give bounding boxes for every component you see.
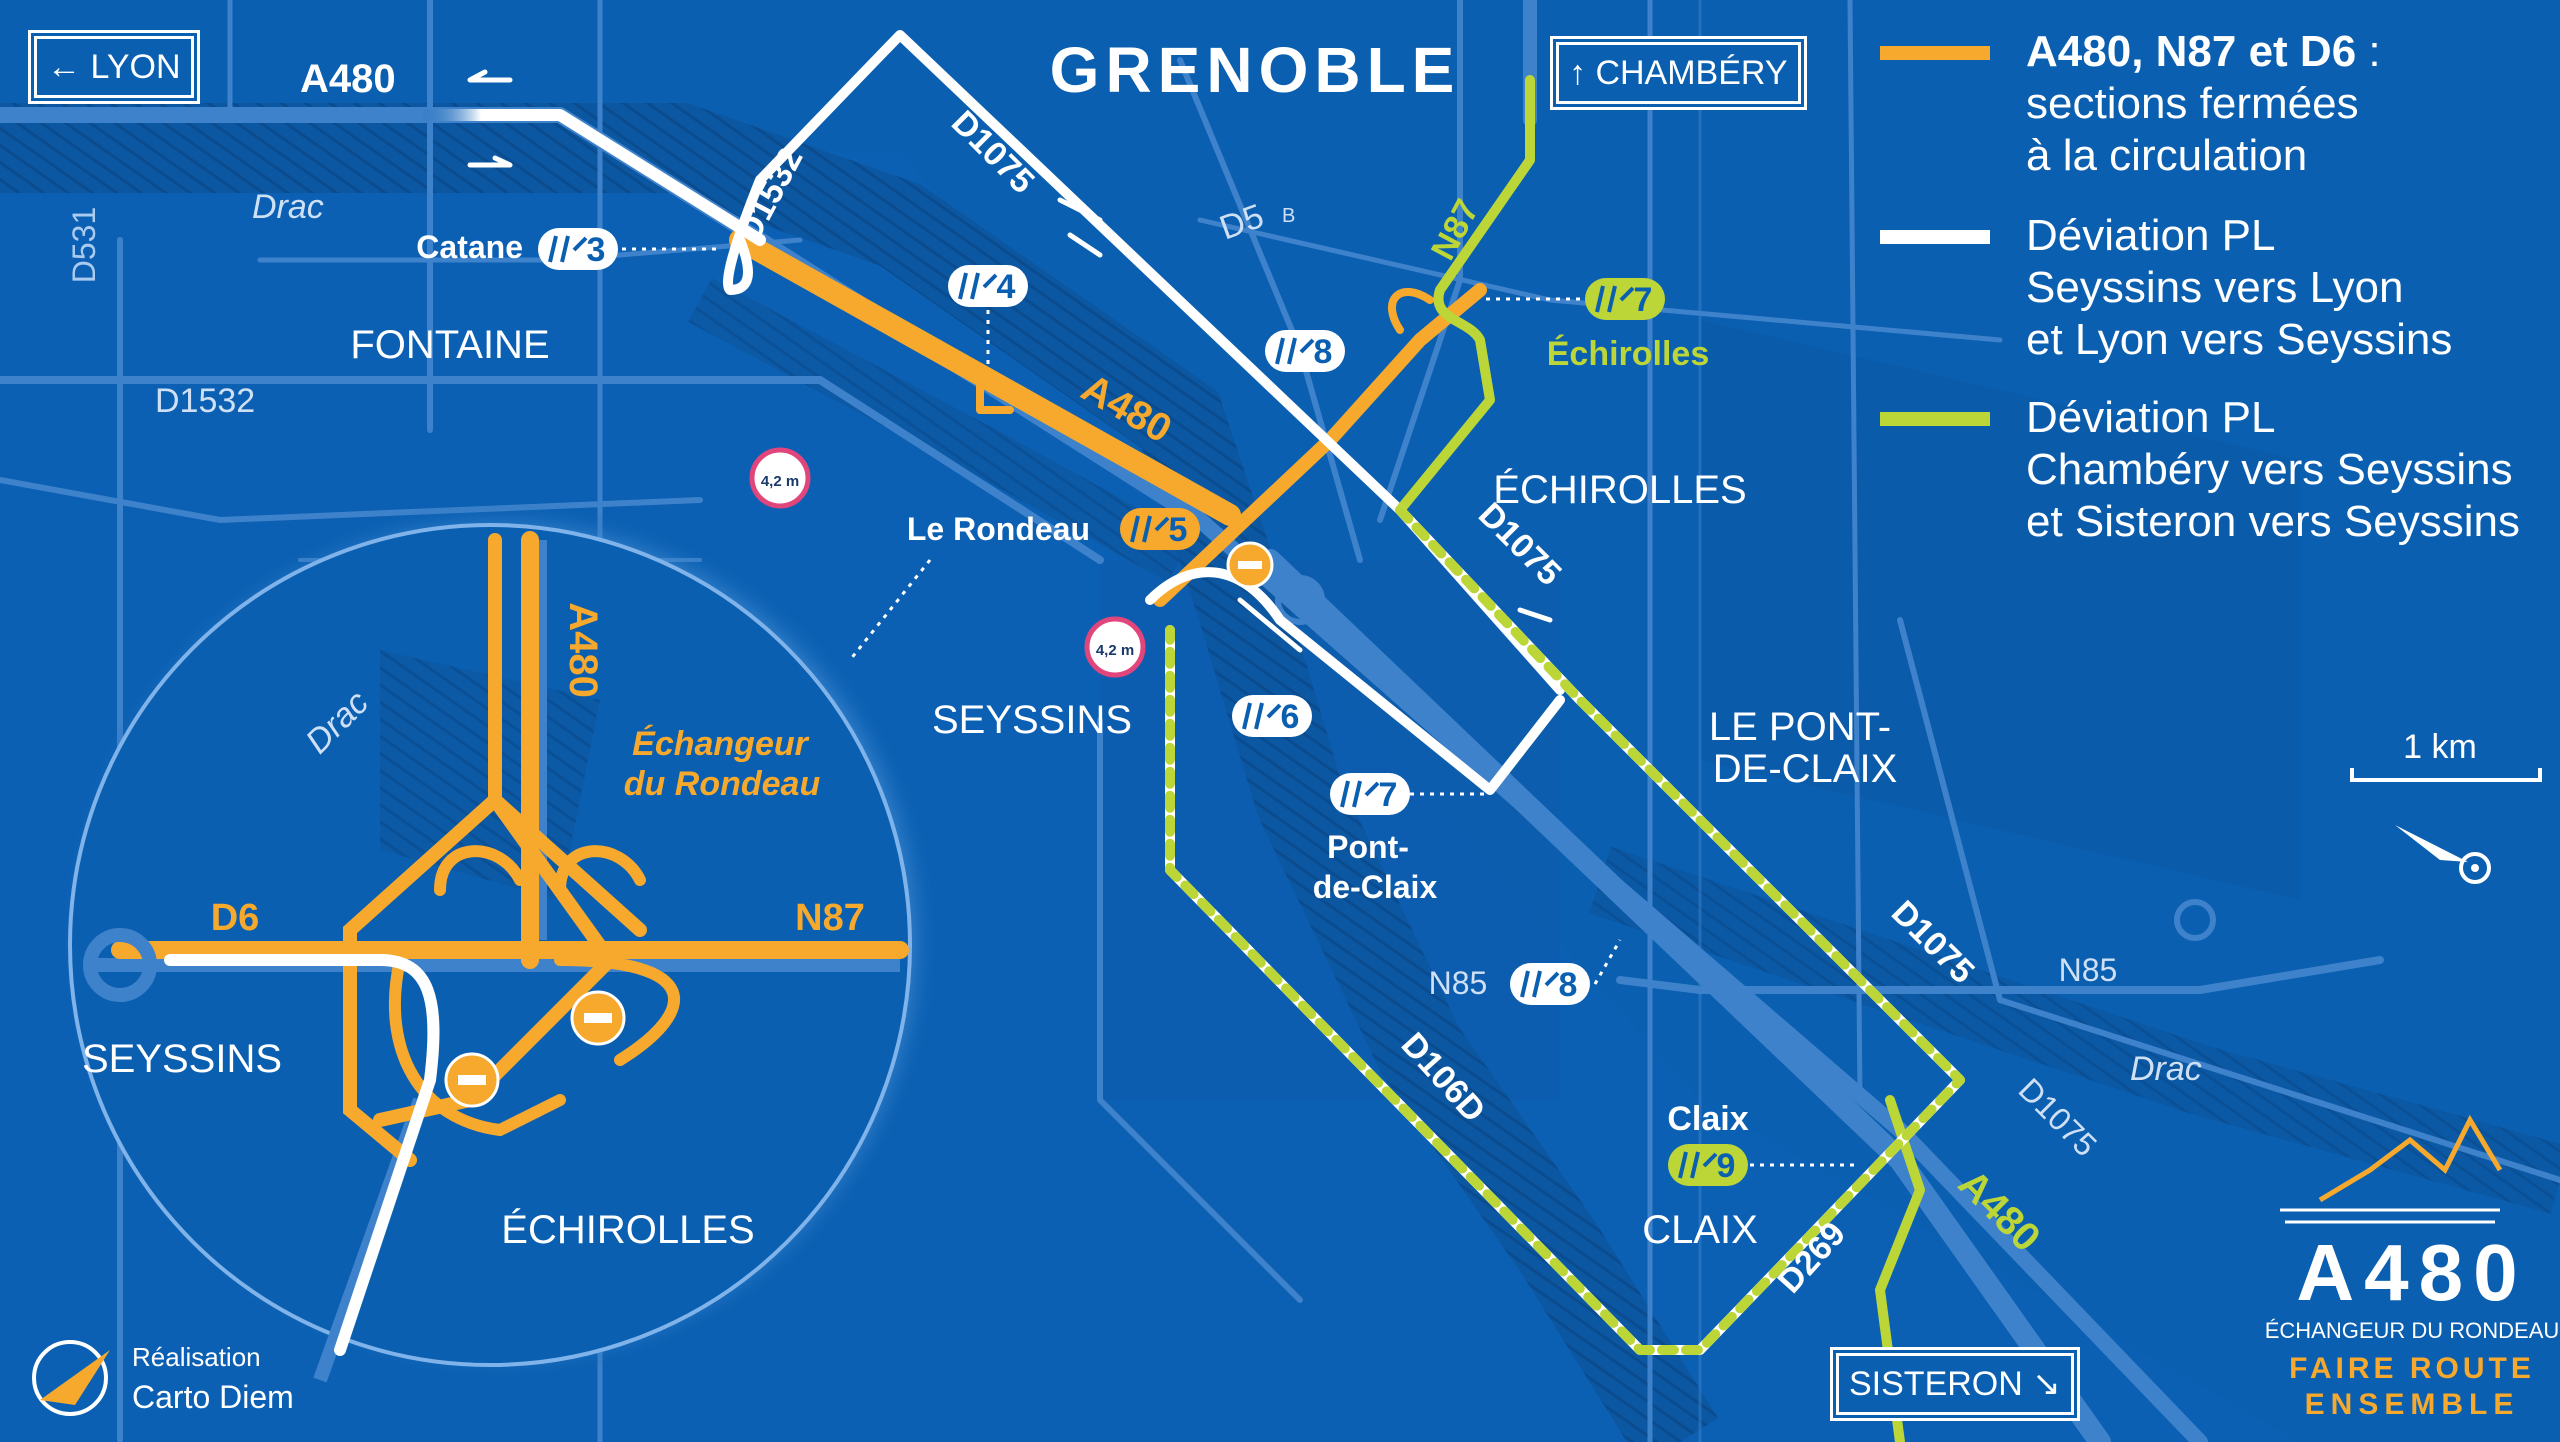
brand-slogan-1: FAIRE ROUTE xyxy=(2289,1352,2535,1385)
arrow-down-right-icon: ↘ xyxy=(2032,1365,2061,1403)
inset-d6: D6 xyxy=(211,897,260,939)
inset-rondeau xyxy=(60,500,940,1383)
exit-pictograms xyxy=(548,235,1718,1179)
exit-catane-label: Catane xyxy=(416,229,523,265)
place-pont-de-claix-2: DE-CLAIX xyxy=(1713,747,1898,791)
exit-catane-num: 3 xyxy=(587,231,606,269)
sign-sisteron-text: SISTERON xyxy=(1849,1365,2023,1403)
exit-echirolles-label: Échirolles xyxy=(1547,335,1710,373)
inset-a480: A480 xyxy=(561,602,605,698)
inset-title-2: du Rondeau xyxy=(624,765,821,803)
exit-rondeau-num: 5 xyxy=(1169,511,1188,549)
scale-bar: 1 km xyxy=(2350,728,2542,782)
road-a480-west: A480 xyxy=(300,57,396,101)
legend-green-line-1: Chambéry vers Seyssins xyxy=(2026,445,2513,494)
no-entry-icons xyxy=(444,541,1274,1108)
brand-name: A480 xyxy=(2296,1228,2527,1317)
legend-green-line-2: et Sisteron vers Seyssins xyxy=(2026,497,2520,546)
road-n85-east: N85 xyxy=(2059,952,2118,988)
sign-lyon: ← LYON xyxy=(34,36,194,98)
place-pont-de-claix-1: LE PONT- xyxy=(1709,705,1891,749)
legend-closed-sep: : xyxy=(2356,27,2381,76)
road-d1532-west: D1532 xyxy=(155,382,255,420)
road-d5b-sup: B xyxy=(1282,205,1295,227)
height-limit-1: 4,2 m xyxy=(761,473,799,490)
legend-white-line-2: et Lyon vers Seyssins xyxy=(2026,315,2453,364)
credit-line-2: Carto Diem xyxy=(132,1379,294,1415)
place-echirolles: ÉCHIROLLES xyxy=(1493,467,1746,512)
leader-lines xyxy=(622,247,1860,1167)
legend-white-title: Déviation PL xyxy=(2026,211,2276,260)
brand-subtitle: ÉCHANGEUR DU RONDEAU xyxy=(2265,1318,2560,1343)
road-n85-west: N85 xyxy=(1429,965,1488,1001)
inset-n87: N87 xyxy=(795,897,865,939)
legend-swatch-white xyxy=(1880,230,1990,244)
legend-closed-line-2: à la circulation xyxy=(2026,131,2308,180)
north-arrow-icon xyxy=(2395,825,2491,884)
exit-6-num: 6 xyxy=(1281,698,1300,736)
legend-white-line-1: Seyssins vers Lyon xyxy=(2026,263,2404,312)
scale-label: 1 km xyxy=(2403,728,2477,766)
brand-logo: A480 ÉCHANGEUR DU RONDEAU FAIRE ROUTE EN… xyxy=(2265,1114,2560,1421)
exit-rondeau-label: Le Rondeau xyxy=(907,511,1090,547)
height-limit-2: 4,2 m xyxy=(1096,642,1134,659)
legend-item-detour-green: Déviation PL Chambéry vers Seyssins et S… xyxy=(1880,392,2520,548)
legend-green-title: Déviation PL xyxy=(2026,393,2276,442)
height-limit-signs: 4,2 m 4,2 m xyxy=(749,447,1146,678)
legend-item-closed: A480, N87 et D6 : sections fermées à la … xyxy=(1880,26,2381,182)
place-fontaine: FONTAINE xyxy=(350,323,549,367)
sign-lyon-text: LYON xyxy=(90,48,181,86)
detour-white xyxy=(414,30,1565,795)
place-claix: CLAIX xyxy=(1642,1208,1758,1252)
exit-echirolles-num: 7 xyxy=(1634,281,1653,319)
legend-closed-line-1: sections fermées xyxy=(2026,79,2359,128)
inset-title-1: Échangeur xyxy=(632,725,809,763)
exit-claix-label: Claix xyxy=(1667,1100,1748,1138)
credit-line-1: Réalisation xyxy=(132,1342,261,1372)
road-d531: D531 xyxy=(66,207,102,284)
credit: Réalisation Carto Diem xyxy=(32,1340,294,1416)
exit-pdc-label-1: Pont- xyxy=(1327,829,1409,865)
exit-8-num: 8 xyxy=(1314,333,1333,371)
direction-arrows xyxy=(467,69,1553,653)
place-seyssins: SEYSSINS xyxy=(932,698,1132,742)
exit-n85-8-num: 8 xyxy=(1559,966,1578,1004)
legend-swatch-green xyxy=(1880,412,1990,426)
exit-pdc-num: 7 xyxy=(1379,776,1398,814)
legend-swatch-closed xyxy=(1880,46,1990,60)
inset-seyssins: SEYSSINS xyxy=(82,1037,282,1081)
exit-pdc-label-2: de-Claix xyxy=(1313,869,1438,905)
arrow-up-icon: ↑ xyxy=(1569,54,1586,92)
legend-closed-title: A480, N87 et D6 xyxy=(2026,27,2357,76)
exit-4-num: 4 xyxy=(997,268,1016,306)
river-drac-1: Drac xyxy=(252,188,324,226)
sign-chambery: ↑ CHAMBÉRY xyxy=(1556,42,1801,104)
river-drac-2: Drac xyxy=(2130,1050,2202,1088)
arrow-left-icon: ← xyxy=(47,48,81,86)
city-title: GRENOBLE xyxy=(1050,34,1461,106)
legend-item-detour-white: Déviation PL Seyssins vers Lyon et Lyon … xyxy=(1880,210,2452,366)
sign-chambery-text: CHAMBÉRY xyxy=(1595,54,1788,92)
brand-slogan-2: ENSEMBLE xyxy=(2305,1388,2520,1421)
sign-sisteron: SISTERON ↘ xyxy=(1836,1353,2074,1415)
exit-claix-num: 9 xyxy=(1717,1147,1736,1185)
inset-echirolles: ÉCHIROLLES xyxy=(501,1207,754,1252)
